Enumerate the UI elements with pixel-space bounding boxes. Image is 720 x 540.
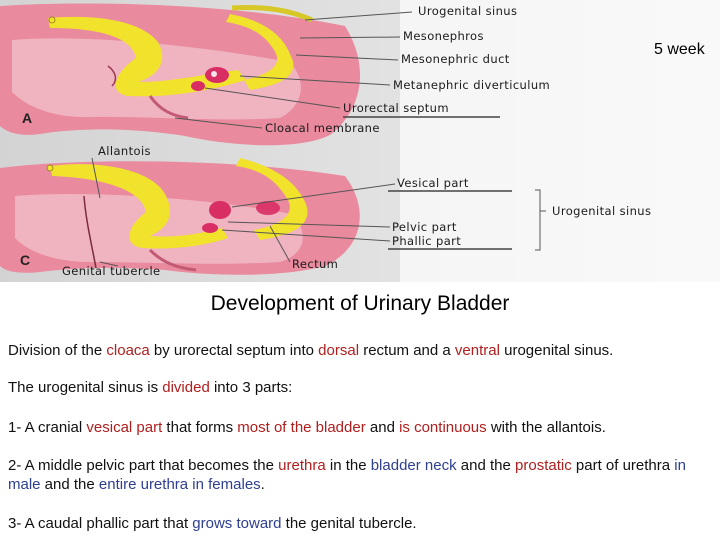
- leader-lines-a: [174, 11, 413, 129]
- panel-letter-c: C: [20, 252, 30, 268]
- week-label: 5 week: [654, 41, 705, 58]
- paragraph-pelvic-part: 2- A middle pelvic part that becomes the…: [8, 456, 716, 494]
- label-pelvic-part: Pelvic part: [392, 220, 457, 234]
- highlight-term: is continuous: [399, 419, 487, 436]
- label-mesonephros: Mesonephros: [403, 29, 484, 43]
- text-span: that forms: [162, 419, 238, 436]
- text-span: by urorectal septum into: [149, 342, 319, 359]
- label-vesical-part: Vesical part: [397, 176, 469, 190]
- text-span: The urogenital sinus is: [8, 379, 163, 396]
- panel-letter-a: A: [22, 110, 32, 126]
- text-span: in the: [325, 457, 371, 474]
- label-urogenital-sinus-c: Urogenital sinus: [552, 204, 651, 218]
- text-span: and: [365, 419, 400, 436]
- text-span: rectum and a: [359, 342, 455, 359]
- text-span: with the allantois.: [486, 419, 606, 436]
- page-title: Development of Urinary Bladder: [210, 292, 510, 315]
- label-urogenital-sinus-a: Urogenital sinus: [418, 4, 517, 18]
- embryology-figure: Urogenital sinus Mesonephros Mesonephric…: [0, 0, 720, 282]
- highlight-term: ventral: [454, 342, 500, 359]
- leader-lines-c: [91, 157, 546, 267]
- text-span: and the: [456, 457, 516, 474]
- panel-c-illustration: [0, 158, 360, 275]
- highlight-term: prostatic: [515, 457, 572, 474]
- text-span: .: [260, 476, 265, 493]
- allantois-duct-a: [48, 16, 246, 97]
- mesonephric-duct-a: [226, 14, 294, 90]
- highlight-term: cloaca: [106, 342, 150, 359]
- label-mesonephric-duct: Mesonephric duct: [401, 52, 510, 66]
- label-phallic-part: Phallic part: [392, 234, 461, 248]
- highlight-term: urethra: [278, 457, 326, 474]
- vesical-lumen-c: [209, 201, 231, 219]
- highlight-term: bladder neck: [370, 457, 457, 474]
- panel-a-illustration: [0, 3, 361, 146]
- highlight-term: in male: [8, 457, 686, 493]
- paragraph-phallic-part: 3- A caudal phallic part that grows towa…: [8, 514, 716, 533]
- text-span: 3- A caudal phallic part that: [8, 515, 193, 532]
- highlight-term: grows toward: [192, 515, 282, 532]
- cloaca-lumen-a: [205, 67, 229, 83]
- label-allantois: Allantois: [98, 144, 151, 158]
- text-span: Division of the: [8, 342, 107, 359]
- label-metanephric-diverticulum: Metanephric diverticulum: [393, 78, 550, 92]
- text-span: part of urethra: [571, 457, 675, 474]
- highlight-term: in females: [192, 476, 261, 493]
- label-cloacal-membrane: Cloacal membrane: [265, 121, 380, 135]
- highlight-term: entire urethra: [98, 476, 189, 493]
- paragraph-vesical-part: 1- A cranial vesical part that forms mos…: [8, 418, 716, 437]
- allantois-duct-c: [50, 164, 228, 249]
- text-span: 1- A cranial: [8, 419, 87, 436]
- paragraph-three-parts: The urogenital sinus is divided into 3 p…: [8, 378, 716, 397]
- paragraph-cloaca-division: Division of the cloaca by urorectal sept…: [8, 341, 716, 360]
- text-span: urogenital sinus.: [499, 342, 614, 359]
- text-span: and the: [40, 476, 99, 493]
- text-span: 2- A middle pelvic part that becomes the: [8, 457, 279, 474]
- text-span: into 3 parts:: [209, 379, 293, 396]
- highlight-term: most of the bladder: [237, 419, 366, 436]
- highlight-term: dorsal: [318, 342, 360, 359]
- label-genital-tubercle: Genital tubercle: [62, 264, 161, 278]
- highlight-term: divided: [162, 379, 210, 396]
- highlight-term: vesical part: [86, 419, 163, 436]
- label-rectum: Rectum: [292, 257, 338, 271]
- label-urorectal-septum: Urorectal septum: [343, 101, 449, 115]
- text-span: the genital tubercle.: [281, 515, 417, 532]
